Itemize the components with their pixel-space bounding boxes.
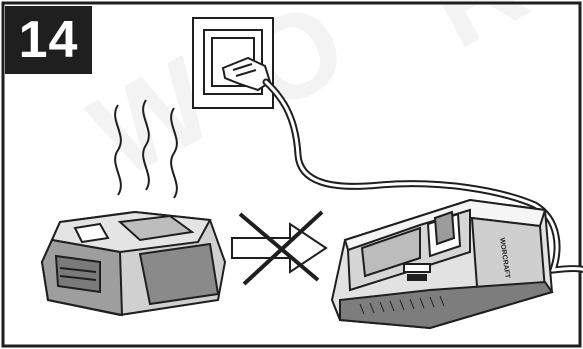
svg-text:R: R [407, 0, 546, 74]
battery-pack [42, 212, 225, 315]
prohibited-arrow-icon [232, 212, 326, 284]
step-number: 14 [5, 6, 92, 74]
battery-charger [332, 200, 552, 328]
